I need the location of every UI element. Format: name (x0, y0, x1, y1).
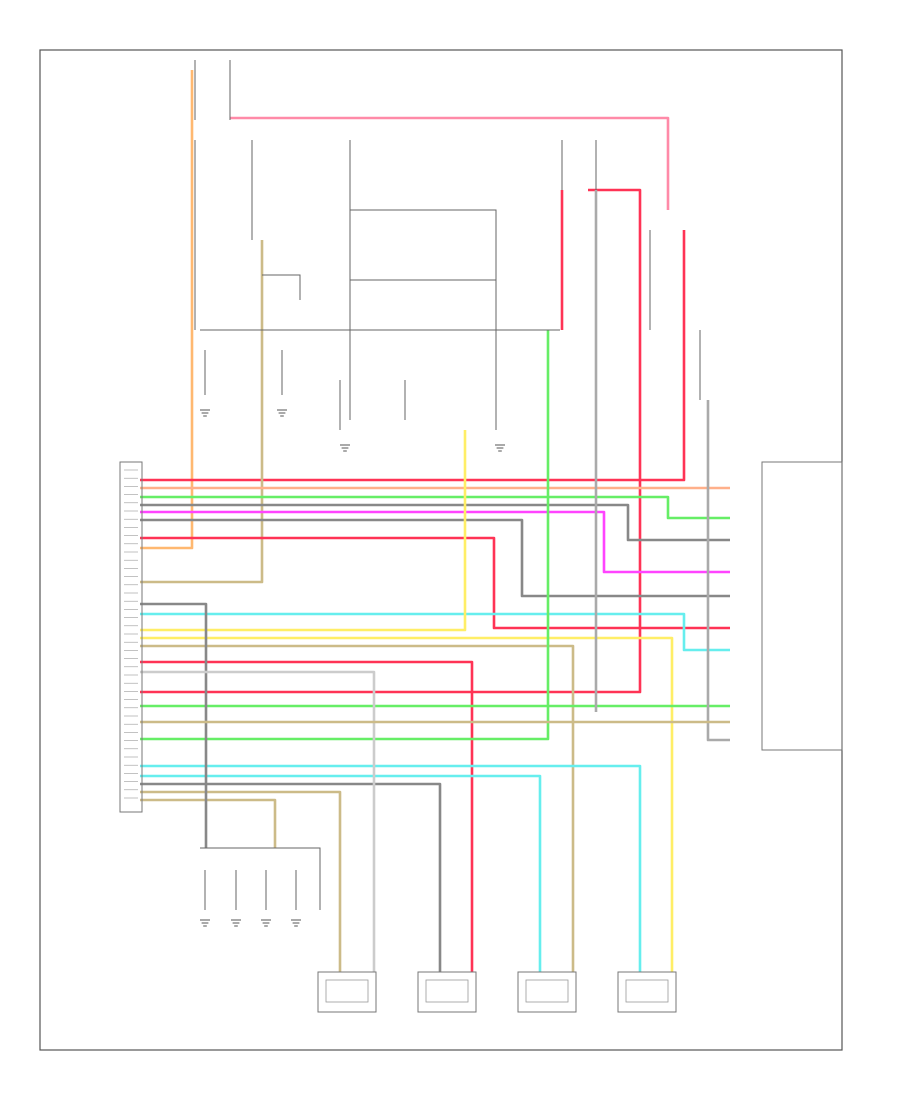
wire-green-3 (140, 330, 550, 741)
wire-lightyellow-1 (140, 636, 674, 972)
sensor-left-front-inner (425, 979, 469, 1003)
wire-pink-power-bus (230, 116, 670, 210)
sensor-right-rear-inner (525, 979, 569, 1003)
sensor-left-rear (617, 971, 677, 1013)
wire-tan-1 (140, 240, 264, 584)
wire-red-2 (140, 536, 730, 630)
wires-layer (140, 70, 730, 972)
sensor-left-front (417, 971, 477, 1013)
circuit-line (200, 847, 321, 910)
wire-green-1 (140, 495, 730, 520)
components-layer (119, 461, 843, 1013)
wire-magenta-1 (140, 510, 730, 574)
wire-tan-2 (140, 644, 575, 972)
circuit-line (350, 209, 497, 420)
wire-gray-4 (140, 602, 208, 848)
connector-module-pins (119, 461, 143, 813)
wire-gray-3 (140, 782, 442, 972)
wire-gray-2 (140, 518, 730, 598)
wire-tan-3 (140, 790, 342, 972)
sensor-right-front (317, 971, 377, 1013)
relay-box-right (761, 461, 843, 751)
sensor-right-rear (517, 971, 577, 1013)
sensor-left-rear-inner (625, 979, 669, 1003)
wire-orange-fuse-feed (140, 70, 194, 550)
wire-tan-4 (140, 798, 277, 848)
grounds-layer (200, 409, 505, 927)
wire-red-3 (140, 660, 474, 972)
wire-lightgray-1 (140, 670, 376, 972)
wire-red-right-relay (140, 230, 686, 482)
connector-pins-layer (124, 469, 138, 799)
wire-gray-6 (706, 400, 730, 742)
wire-cyan-3 (140, 774, 542, 972)
wire-red-top-2 (140, 188, 642, 694)
wire-yellow-1 (140, 430, 467, 632)
circuit-line (262, 274, 301, 300)
sensor-right-front-inner (325, 979, 369, 1003)
wire-cyan-1 (140, 612, 730, 652)
wire-cyan-2 (140, 764, 642, 972)
wire-darkgray-1 (140, 503, 730, 542)
